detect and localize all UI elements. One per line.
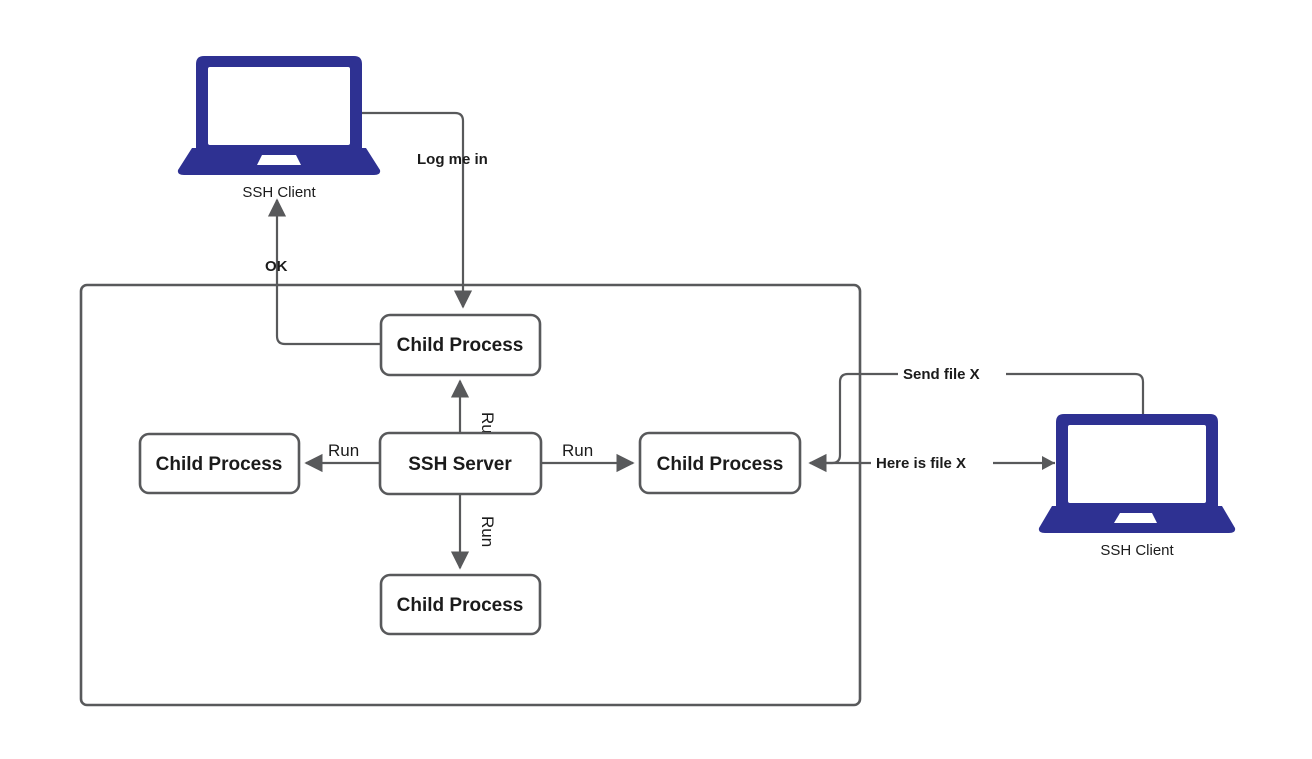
node-child-process-left[interactable]: Child Process (138, 432, 301, 495)
edge-send-file-x (812, 372, 1145, 465)
label-backdrop-send-file (898, 362, 1006, 382)
arrowhead-toward-client (1042, 456, 1055, 470)
ssh-server-label: SSH Server (408, 454, 512, 475)
ssh-server-host-boundary (79, 283, 862, 707)
edge-label-run-left: Run (328, 441, 359, 460)
ssh-client-right-label: SSH Client (1100, 542, 1174, 559)
node-child-process-top[interactable]: Child Process (379, 313, 542, 377)
edge-label-here-is-file-x: Here is file X (876, 455, 966, 472)
edge-log-me-in (358, 111, 473, 309)
edge-label-run-down: Run (478, 516, 497, 547)
laptop-notch-right-icon (1114, 513, 1157, 523)
child-process-top-label: Child Process (397, 335, 524, 356)
child-process-bottom-box[interactable] (379, 573, 542, 636)
laptop-display-right-icon (1068, 425, 1206, 503)
child-process-left-label: Child Process (156, 454, 283, 475)
node-child-process-bottom[interactable]: Child Process (379, 573, 542, 636)
node-child-process-right[interactable]: Child Process (638, 431, 802, 495)
child-process-right-label: Child Process (657, 454, 784, 475)
edge-label-send-file-x: Send file X (903, 366, 980, 383)
edge-label-run-right: Run (562, 441, 593, 460)
child-process-right-box[interactable] (638, 431, 802, 495)
node-ssh-client-top[interactable]: SSH Client (177, 56, 381, 201)
ssh-server-box[interactable] (378, 431, 543, 496)
edge-ok (267, 198, 381, 346)
ssh-client-top-label: SSH Client (242, 184, 316, 201)
edge-label-ok: OK (265, 258, 288, 275)
node-ssh-server[interactable]: SSH Server (378, 431, 543, 496)
child-process-top-box[interactable] (379, 313, 542, 377)
child-process-bottom-label: Child Process (397, 595, 524, 616)
laptop-notch-top-icon (257, 155, 301, 165)
laptop-display-top-icon (208, 67, 350, 145)
edge-label-log-me-in: Log me in (417, 151, 488, 168)
node-ssh-client-right[interactable]: SSH Client (1038, 414, 1236, 559)
label-backdrop-here-is-file (871, 451, 993, 471)
child-process-left-box[interactable] (138, 432, 301, 495)
